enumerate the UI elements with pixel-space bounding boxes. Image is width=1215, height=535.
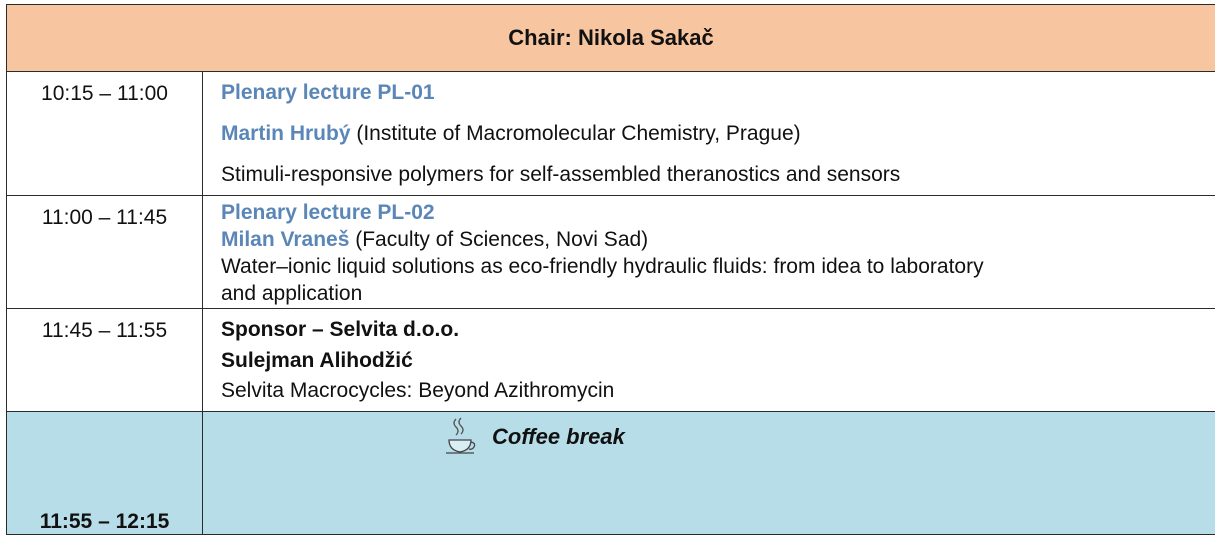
session-details: Sponsor – Selvita d.o.o. Sulejman Alihod… — [202, 308, 1215, 412]
talk-title: Selvita Macrocycles: Beyond Azithromycin — [221, 379, 615, 402]
chair-row: Chair: Nikola Sakač — [6, 4, 1215, 72]
chair-heading: Chair: Nikola Sakač — [6, 4, 1215, 72]
speaker-name: Milan Vraneš — [221, 228, 350, 251]
break-time: 11:55 – 12:15 — [6, 411, 203, 535]
break-details: Coffee break — [202, 411, 1215, 535]
session-details: Plenary lecture PL-02 Milan Vraneš (Facu… — [202, 195, 1215, 309]
session-row-pl02: 11:00 – 11:45 Plenary lecture PL-02 Mila… — [6, 195, 1215, 309]
talk-title-line-1: Water–ionic liquid solutions as eco-frie… — [221, 255, 984, 278]
session-title: Sponsor – Selvita d.o.o. — [221, 318, 460, 341]
coffee-break-row: 11:55 – 12:15 Coffee break — [6, 411, 1215, 535]
speaker-affiliation: (Institute of Macromolecular Chemistry, … — [350, 122, 801, 145]
coffee-cup-icon — [443, 416, 477, 456]
program-schedule-table: Chair: Nikola Sakač 10:15 – 11:00 Plenar… — [6, 4, 1215, 535]
break-label: Coffee break — [492, 424, 625, 449]
session-title: Plenary lecture PL-01 — [221, 81, 435, 104]
talk-title-line-2: and application — [221, 282, 363, 305]
session-row-pl01: 10:15 – 11:00 Plenary lecture PL-01 Mart… — [6, 71, 1215, 196]
talk-title: Stimuli-responsive polymers for self-ass… — [221, 163, 901, 186]
session-time: 11:00 – 11:45 — [6, 195, 203, 309]
session-time: 10:15 – 11:00 — [6, 71, 203, 196]
speaker-name: Sulejman Alihodžić — [221, 349, 413, 372]
speaker-name: Martin Hrubý — [221, 122, 351, 145]
speaker-affiliation: (Faculty of Sciences, Novi Sad) — [349, 228, 649, 251]
speaker-line: Milan Vraneš (Faculty of Sciences, Novi … — [221, 226, 1211, 253]
session-details: Plenary lecture PL-01 Martin Hrubý (Inst… — [202, 71, 1215, 196]
session-time: 11:45 – 11:55 — [6, 308, 203, 412]
speaker-line: Martin Hrubý (Institute of Macromolecula… — [221, 113, 1211, 154]
session-title: Plenary lecture PL-02 — [221, 201, 435, 224]
session-row-sponsor: 11:45 – 11:55 Sponsor – Selvita d.o.o. S… — [6, 308, 1215, 412]
